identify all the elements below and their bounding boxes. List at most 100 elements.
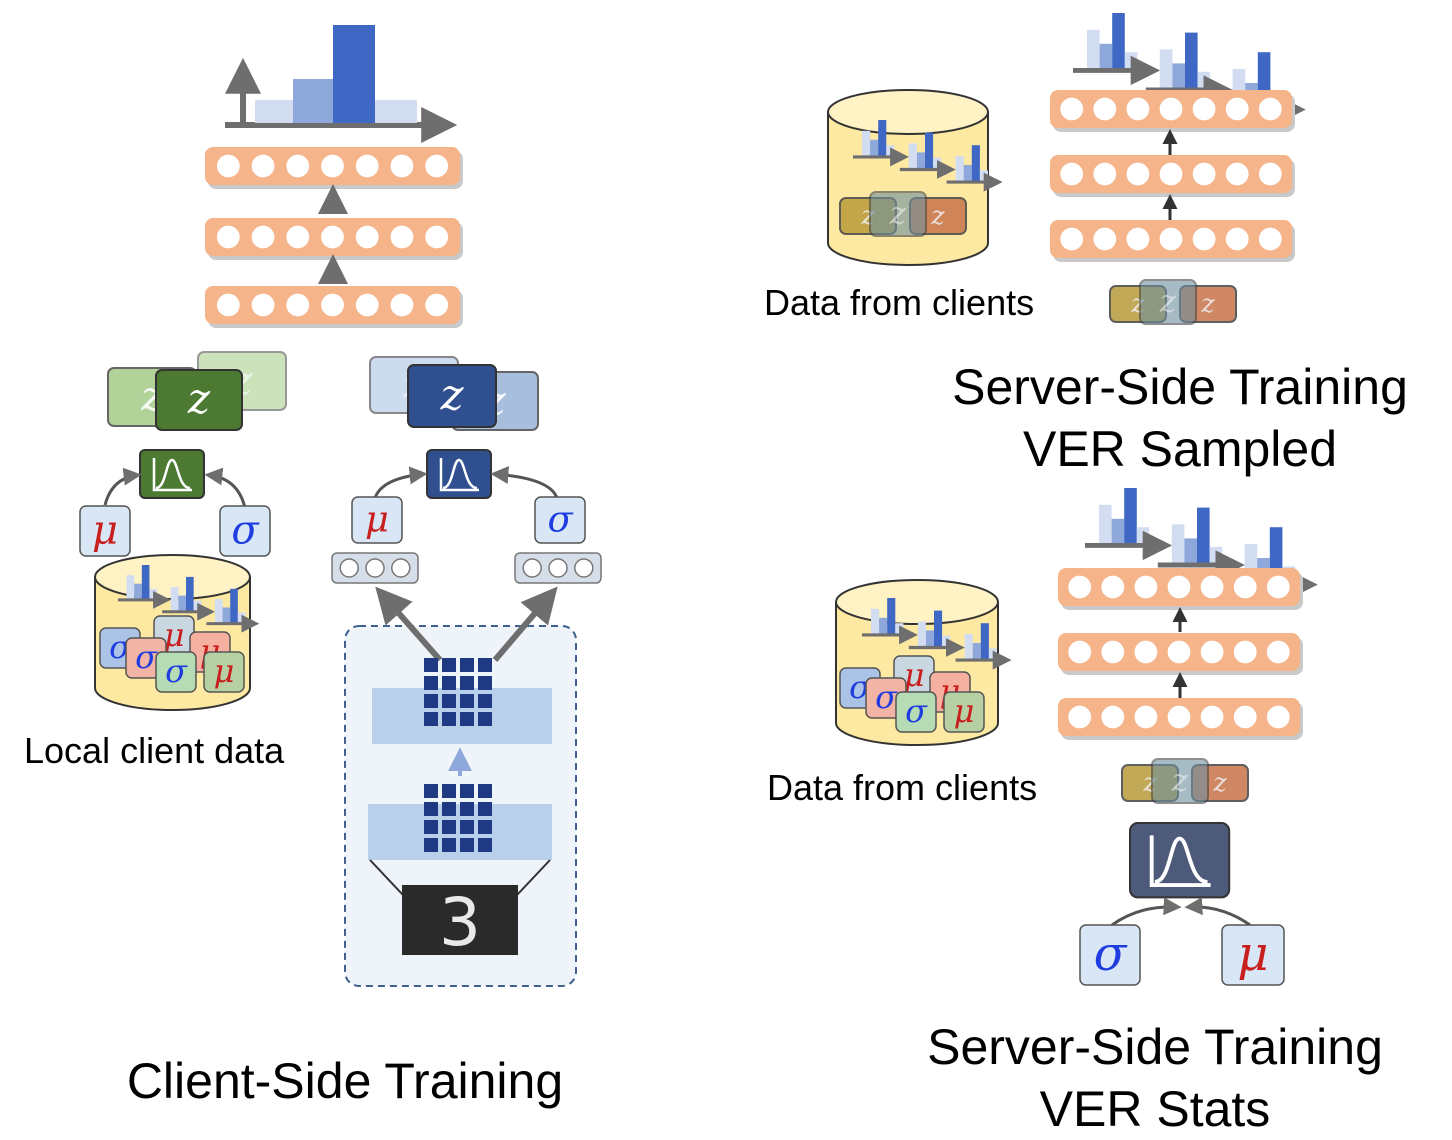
hist-bar	[963, 165, 972, 182]
neuron-node	[1159, 97, 1183, 121]
gaussian-axes	[152, 458, 192, 492]
nn-layer	[1050, 90, 1295, 132]
mu-box: μ	[351, 496, 403, 544]
neuron-node	[1233, 575, 1257, 599]
hist-bar	[1159, 49, 1173, 89]
nn-layer	[1050, 155, 1295, 197]
mini-node	[391, 558, 411, 578]
neuron-node	[390, 154, 414, 178]
hist-bar	[870, 139, 879, 156]
z-symbol: z	[1212, 768, 1227, 797]
hist-bar	[230, 588, 238, 623]
hist-bar	[979, 170, 988, 182]
neuron-node	[286, 154, 310, 178]
z-symbol: z	[889, 196, 907, 232]
hist-bar	[1124, 52, 1138, 69]
mini-histogram-icon	[162, 576, 216, 621]
feature-cell	[442, 838, 456, 852]
hist-bar	[149, 588, 158, 599]
neuron-node	[1126, 97, 1150, 121]
hist-bar	[186, 576, 194, 611]
hist-bar	[879, 617, 888, 634]
server-stats-title-line2: VER Stats	[1039, 1081, 1271, 1137]
feature-cell	[442, 676, 456, 690]
mini-histogram-icon	[899, 132, 956, 179]
nn-layer	[1058, 568, 1303, 610]
feature-cell	[442, 802, 456, 816]
neuron-node	[251, 154, 275, 178]
feature-cell	[478, 712, 492, 726]
hist-bar	[917, 621, 926, 647]
hist-bar	[942, 635, 951, 647]
hist-bar	[1111, 518, 1125, 544]
neuron-node	[1134, 575, 1158, 599]
mini-node	[339, 558, 359, 578]
z-card-box	[1139, 279, 1197, 325]
z-card-box	[407, 364, 497, 428]
sigma-box: σ	[895, 691, 937, 733]
hist-bar	[955, 156, 964, 182]
neuron-node	[1167, 640, 1191, 664]
mini-histogram-icon	[1157, 507, 1245, 580]
flow-arrow	[1184, 897, 1251, 927]
flow-arrow	[373, 466, 428, 499]
neuron-node	[1192, 97, 1216, 121]
neuron-node	[286, 225, 310, 249]
client-side-diagram: zzzμσσμσμσμzzzμσ3	[79, 25, 602, 987]
feature-cell	[442, 658, 456, 672]
neuron-node	[1258, 97, 1282, 121]
hist-bar	[170, 587, 179, 611]
hist-bar	[1099, 43, 1113, 69]
server-sampled-title-line1: Server-Side Training	[952, 359, 1408, 415]
server-sampled-title-line2: VER Sampled	[1022, 421, 1338, 477]
feature-cell	[460, 658, 474, 672]
param-box	[1221, 924, 1285, 986]
neuron-node	[1258, 227, 1282, 251]
mini-node	[365, 558, 385, 578]
sigma-symbol: σ	[1094, 926, 1128, 982]
mu-symbol: μ	[365, 498, 389, 541]
neuron-node	[251, 225, 275, 249]
z-symbol: z	[440, 371, 465, 421]
mu-symbol: μ	[904, 656, 925, 694]
nn-layer	[1058, 698, 1303, 740]
flow-arrow	[375, 586, 443, 662]
hist-bar	[895, 623, 904, 634]
mu-box: μ	[1221, 924, 1285, 986]
neuron-node	[216, 154, 240, 178]
gaussian-curve	[442, 458, 478, 490]
neuron-node	[251, 293, 275, 317]
neuron-node	[1068, 705, 1092, 729]
z-symbol: z	[1171, 763, 1189, 799]
hist-bar	[988, 648, 997, 660]
feature-cell	[424, 694, 438, 708]
nn-layer	[1058, 633, 1303, 675]
hist-bar	[934, 610, 943, 647]
neuron-node	[1101, 705, 1125, 729]
hist-bar	[871, 608, 880, 634]
hist-bar	[141, 565, 150, 599]
gaussian-icon	[1129, 822, 1231, 899]
sigma-box: σ	[534, 496, 586, 544]
neuron-node	[1126, 162, 1150, 186]
mu-symbol: μ	[1237, 926, 1268, 982]
neuron-node	[321, 225, 344, 249]
mini-node	[574, 558, 594, 578]
flow-arrow	[204, 467, 247, 509]
param-box	[203, 651, 245, 693]
hist-bar	[375, 100, 417, 123]
neuron-node	[1060, 97, 1084, 121]
nn-layer	[205, 218, 463, 260]
encoder-panel: 3	[344, 586, 577, 987]
neuron-node	[321, 154, 344, 178]
sigma-box: σ	[219, 505, 271, 557]
hist-bar	[980, 623, 989, 660]
sigma-symbol: σ	[231, 508, 260, 554]
mini-histogram-icon	[1145, 32, 1233, 105]
projection-line	[369, 859, 404, 896]
db-top	[827, 89, 989, 135]
latent-z-card: z	[869, 191, 927, 237]
neuron-node	[1126, 227, 1150, 251]
hist-bar	[1184, 538, 1197, 564]
